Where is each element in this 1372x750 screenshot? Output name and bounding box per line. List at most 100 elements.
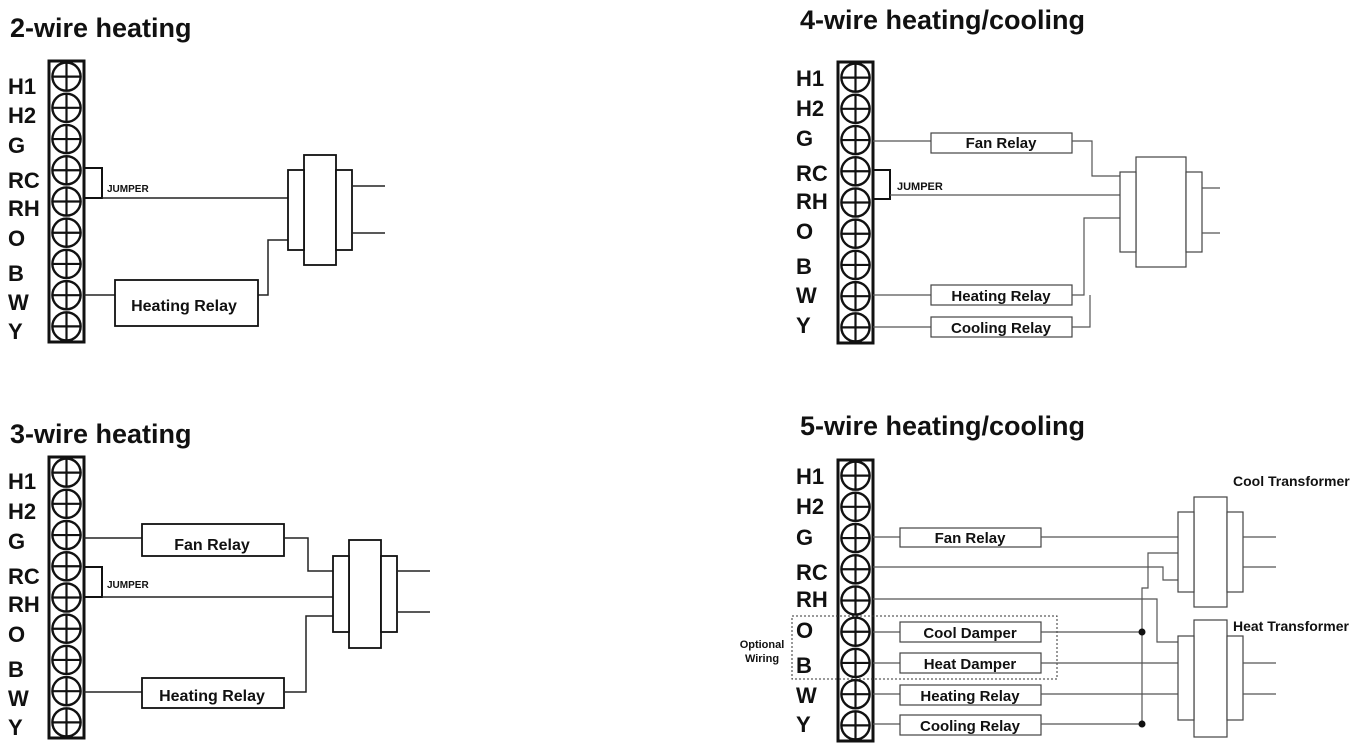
terminal-label-h1: H1 (8, 469, 36, 494)
cool-damper-label: Cool Damper (923, 625, 1017, 642)
panel-4-wire-heating-cooling: 4-wire heating/cooling H1 H2 G RC RH O B… (796, 5, 1220, 345)
junction-dot (1138, 720, 1146, 728)
terminal-label-o: O (796, 618, 813, 643)
terminal-screw-icon (51, 644, 82, 676)
heating-relay-label: Heating Relay (920, 688, 1020, 705)
terminal-screw-icon (51, 582, 82, 613)
terminal-screw-icon (840, 491, 871, 523)
terminal-label-w: W (8, 290, 29, 315)
terminal-label-rh: RH (8, 592, 40, 617)
terminal-label-o: O (796, 219, 813, 244)
terminal-screw-icon (840, 710, 871, 741)
jumper-label: JUMPER (107, 580, 149, 591)
terminal-screw-icon (51, 675, 82, 707)
terminal-labels: H1 H2 G RC RH O B W Y (8, 74, 40, 344)
panel-2-wire-heating: 2-wire heating H1 H2 G RC RH O B W Y JUM… (8, 13, 385, 344)
transformer (287, 154, 385, 266)
panel-title: 5-wire heating/cooling (800, 411, 1085, 441)
jumper-wire (84, 167, 103, 199)
terminal-screw-icon (840, 62, 871, 93)
terminal-screw-icon (51, 488, 82, 520)
cool-transformer (1177, 496, 1276, 608)
panel-title: 3-wire heating (10, 419, 192, 449)
terminal-screw-icon (51, 613, 82, 645)
terminal-screw-icon (51, 248, 82, 280)
panel-3-wire-heating: 3-wire heating H1 H2 G RC RH O B W Y JUM… (8, 419, 430, 740)
heat-damper-label: Heat Damper (924, 656, 1017, 673)
terminal-screw-icon (840, 678, 871, 710)
wire-relays-to-transformer (1072, 217, 1120, 328)
heat-transformer-label: Heat Transformer (1233, 618, 1349, 634)
cooling-relay-label: Cooling Relay (920, 718, 1021, 735)
terminal-screw-icon (840, 553, 871, 585)
heating-relay-label: Heating Relay (951, 288, 1051, 305)
terminal-label-h2: H2 (8, 499, 36, 524)
terminal-label-y: Y (796, 712, 811, 737)
terminal-screw-icon (840, 460, 871, 491)
optional-wiring-label-line1: Optional (740, 639, 785, 651)
terminal-screw-icon (51, 154, 82, 186)
heat-transformer (1177, 619, 1276, 738)
terminal-screw-icon (840, 124, 871, 156)
terminal-label-g: G (796, 525, 813, 550)
fan-relay-box (930, 132, 1073, 154)
terminal-screw-icon (840, 647, 871, 679)
wire-rh-to-heat-transformer (873, 598, 1178, 643)
cool-transformer-label: Cool Transformer (1233, 473, 1350, 489)
terminal-screw-icon (840, 93, 871, 125)
terminal-label-y: Y (8, 319, 23, 344)
terminal-labels: H1 H2 G RC RH O B W Y (796, 464, 828, 737)
terminal-label-y: Y (796, 313, 811, 338)
terminal-screw-icon (51, 186, 82, 217)
terminal-labels: H1 H2 G RC RH O B W Y (796, 66, 828, 338)
terminal-screw-icon (840, 522, 871, 554)
terminal-label-w: W (8, 686, 29, 711)
optional-wiring-label-line2: Wiring (745, 653, 779, 665)
terminal-strip (47, 59, 86, 344)
terminal-screw-icon (840, 187, 871, 218)
terminal-screw-icon (51, 92, 82, 124)
terminal-strip (836, 60, 875, 345)
terminal-screw-icon (840, 155, 871, 187)
heating-relay-box (141, 677, 285, 709)
terminal-label-b: B (8, 261, 24, 286)
transformer (332, 539, 430, 649)
terminal-screw-icon (51, 519, 82, 551)
terminal-screw-icon (51, 311, 82, 342)
fan-relay-box (141, 523, 285, 557)
terminal-label-w: W (796, 283, 817, 308)
terminal-label-g: G (8, 529, 25, 554)
transformer (1119, 156, 1220, 268)
terminal-screw-icon (840, 616, 871, 648)
cooling-relay-label: Cooling Relay (951, 320, 1052, 337)
wire-fan-relay-to-transformer (1072, 140, 1120, 177)
junction-dot (1138, 628, 1146, 636)
terminal-screw-icon (51, 217, 82, 249)
terminal-label-w: W (796, 683, 817, 708)
terminal-label-rc: RC (8, 168, 40, 193)
wire-rc-to-cool-transformer (873, 566, 1178, 581)
terminal-screw-icon (51, 123, 82, 155)
heating-relay-box (899, 684, 1042, 706)
jumper-wire (84, 566, 103, 598)
wire-cool-damper-to-cool-transformer (1041, 552, 1178, 633)
terminal-label-rc: RC (796, 560, 828, 585)
terminal-screw-icon (51, 279, 82, 311)
terminal-label-g: G (8, 133, 25, 158)
terminal-label-y: Y (8, 715, 23, 740)
terminal-label-rc: RC (8, 564, 40, 589)
jumper-label: JUMPER (107, 184, 149, 195)
terminal-label-rc: RC (796, 161, 828, 186)
terminal-screw-icon (51, 550, 82, 582)
terminal-screw-icon (840, 218, 871, 250)
wire-heating-relay-to-transformer (284, 615, 333, 693)
heating-relay-box (114, 279, 259, 327)
heating-relay-label: Heating Relay (131, 298, 237, 315)
terminal-label-h2: H2 (796, 96, 824, 121)
terminal-label-h1: H1 (796, 66, 824, 91)
wire-fan-relay-to-transformer (284, 537, 333, 572)
terminal-label-h1: H1 (8, 74, 36, 99)
optional-wiring-outline (791, 615, 1058, 680)
terminal-label-rh: RH (8, 196, 40, 221)
cooling-relay-box (899, 714, 1042, 736)
